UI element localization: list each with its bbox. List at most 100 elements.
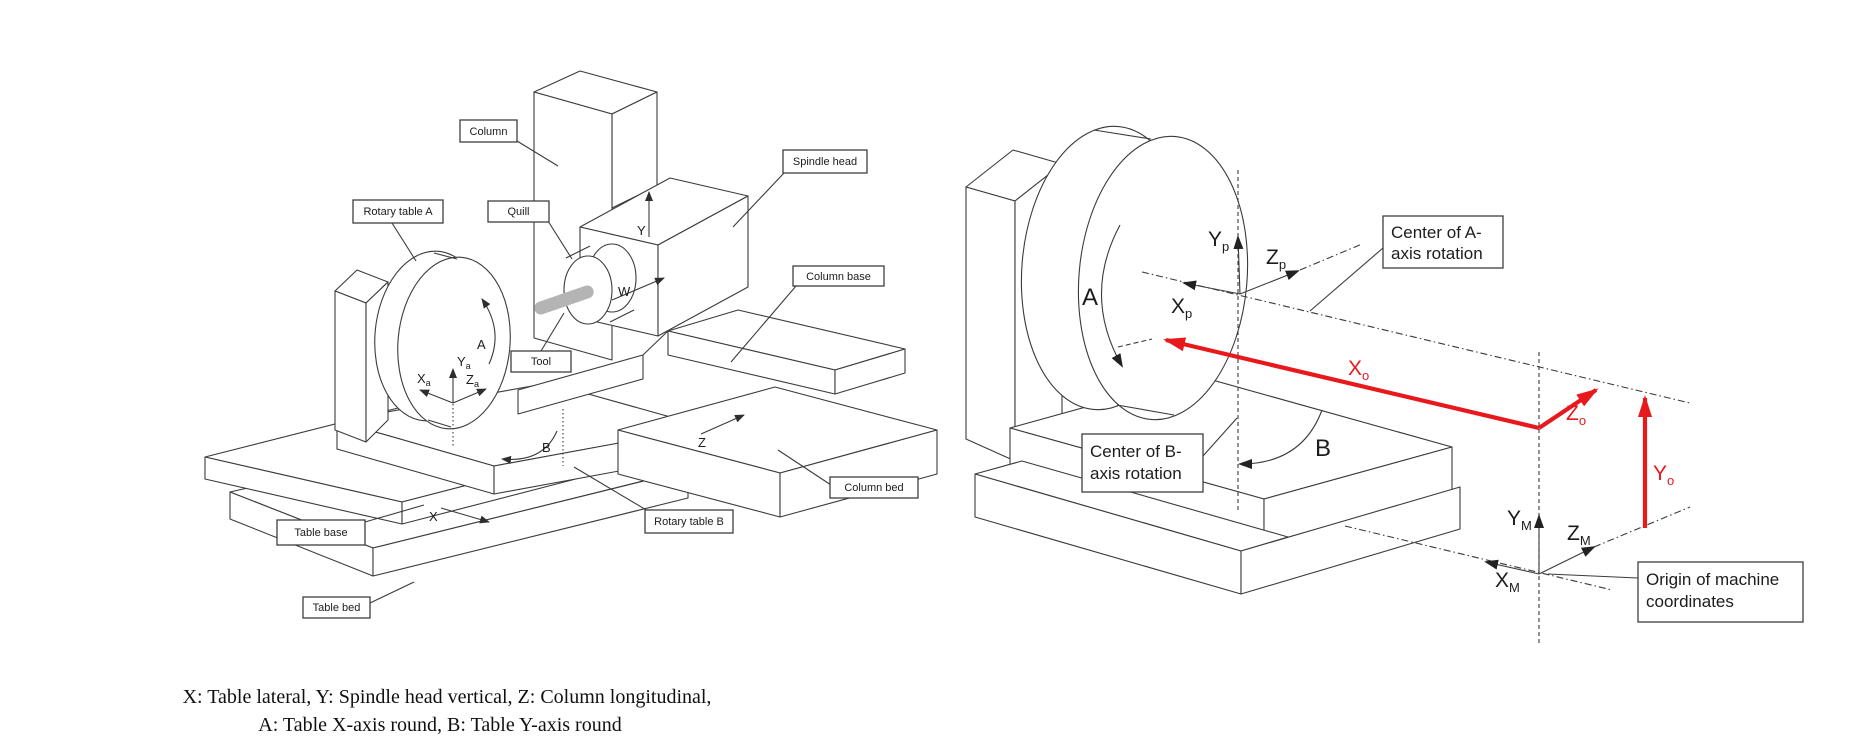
w-axis-arrow <box>611 277 665 301</box>
right-axis-labels: A B Yp Zp Xp Xo Zo Yo YM ZM XM <box>1082 228 1674 595</box>
tool-bar <box>534 285 594 315</box>
b-rotation-arc <box>1238 409 1323 469</box>
figure-caption: X: Table lateral, Y: Spindle head vertic… <box>183 686 712 736</box>
label-table-bed: Table bed <box>302 596 371 619</box>
label-spindle-head: Spindle head <box>782 149 868 174</box>
label-text: Rotary table A <box>363 206 433 218</box>
label-box <box>352 199 444 224</box>
label-text: Quill <box>507 206 529 218</box>
xo-label: Xo <box>1348 357 1369 383</box>
xp-arrow <box>1182 280 1241 295</box>
leader-center-a <box>1309 247 1384 312</box>
right-leader-lines <box>1202 247 1639 579</box>
leader-rotary-table-b <box>573 466 649 512</box>
right-face <box>657 195 749 337</box>
label-text: Table base <box>294 527 347 539</box>
rim-edge-bottom <box>427 419 452 428</box>
label-text: Table bed <box>313 602 361 614</box>
a-axis-centerline <box>1141 271 1691 404</box>
left-machine-diagram: Y W Z X A B Xa Ya Za Colum <box>183 70 938 736</box>
label-box <box>1637 561 1804 623</box>
leader-rotary-table-a <box>391 222 417 262</box>
frame-xa-arrow <box>419 389 454 404</box>
label-column-bed: Column bed <box>829 476 919 499</box>
label-box <box>276 519 366 546</box>
caption-line-1: X: Table lateral, Y: Spindle head vertic… <box>183 686 712 708</box>
xm-axis-line <box>1344 525 1613 591</box>
label-box <box>487 200 550 223</box>
caption-line-2: A: Table X-axis round, B: Table Y-axis r… <box>258 714 621 736</box>
label-center-a-rotation: Center of A- axis rotation <box>1382 215 1504 269</box>
label-box <box>782 149 868 174</box>
a-rotation-arc <box>1100 224 1123 368</box>
ya-label: Ya <box>457 354 471 371</box>
label-text: Column bed <box>844 482 903 494</box>
column-base-solid <box>667 309 906 395</box>
zm-arrow <box>1538 546 1596 575</box>
yp-label: Yp <box>1208 228 1229 254</box>
zm-label: ZM <box>1567 522 1591 548</box>
label-rotary-table-b: Rotary table B <box>644 509 734 534</box>
front-face <box>372 469 689 577</box>
leader-column-bed <box>777 449 832 486</box>
label-box <box>792 265 885 287</box>
label-line-2: coordinates <box>1646 592 1734 611</box>
z-label: Z <box>698 435 706 450</box>
label-machine-origin: Origin of machine coordinates <box>1637 561 1804 623</box>
label-line-2: axis rotation <box>1391 244 1483 263</box>
right-coordinate-diagram: Center of A- axis rotation Center of B- … <box>965 125 1804 645</box>
label-column: Column <box>459 119 518 143</box>
rotary-table-a-disc <box>374 250 511 446</box>
left-axis-arrows <box>419 191 745 524</box>
column-bed-solid <box>617 386 938 518</box>
xa-label: Xa <box>417 371 431 388</box>
label-box <box>302 596 371 619</box>
label-text: Column <box>470 126 508 138</box>
leader-column <box>516 140 559 167</box>
label-rotary-table-a: Rotary table A <box>352 199 444 224</box>
label-text: Tool <box>531 356 551 368</box>
a-label: A <box>477 337 486 352</box>
label-text: Spindle head <box>793 156 857 168</box>
xm-label: XM <box>1495 569 1520 595</box>
leader-table-base <box>364 504 425 523</box>
zp-axis-extension <box>1299 243 1363 271</box>
zp-arrow <box>1239 270 1300 295</box>
zp-label: Zp <box>1266 246 1286 272</box>
a-rotation-arc <box>481 298 496 365</box>
front-face <box>334 290 367 443</box>
label-table-base: Table base <box>276 519 366 546</box>
zm-axis-extension <box>1593 506 1691 548</box>
b-label: B <box>542 440 551 455</box>
xm-arrow <box>1484 559 1540 575</box>
z-axis-arrow <box>700 414 745 435</box>
label-line-1: Origin of machine <box>1646 570 1779 589</box>
quill-edge-bottom <box>609 309 635 323</box>
yo-label: Yo <box>1653 462 1674 488</box>
front-face <box>517 354 644 415</box>
leader-center-b <box>1202 417 1238 457</box>
label-tool: Tool <box>510 350 572 373</box>
front-right-face <box>1240 486 1461 595</box>
front-right-face <box>779 429 938 518</box>
rotation-arcs <box>1100 224 1323 469</box>
bed-lower-slab <box>974 460 1461 595</box>
label-box <box>644 509 734 534</box>
a-label: A <box>1082 284 1098 311</box>
label-box <box>459 119 518 143</box>
label-text: Column base <box>806 271 871 283</box>
xo-vector <box>1163 337 1540 431</box>
b-rotation-arc <box>501 430 558 464</box>
leader-column-base <box>730 285 797 363</box>
frame-za-arrow <box>452 388 487 404</box>
label-quill: Quill <box>487 200 550 223</box>
label-line-2: axis rotation <box>1090 464 1182 483</box>
label-box <box>829 476 919 499</box>
part-frame-arrows <box>1182 235 1300 295</box>
leader-spindle-head <box>732 172 785 228</box>
column-solid <box>533 70 658 361</box>
zo-vector <box>1537 388 1599 430</box>
label-box <box>510 350 572 373</box>
